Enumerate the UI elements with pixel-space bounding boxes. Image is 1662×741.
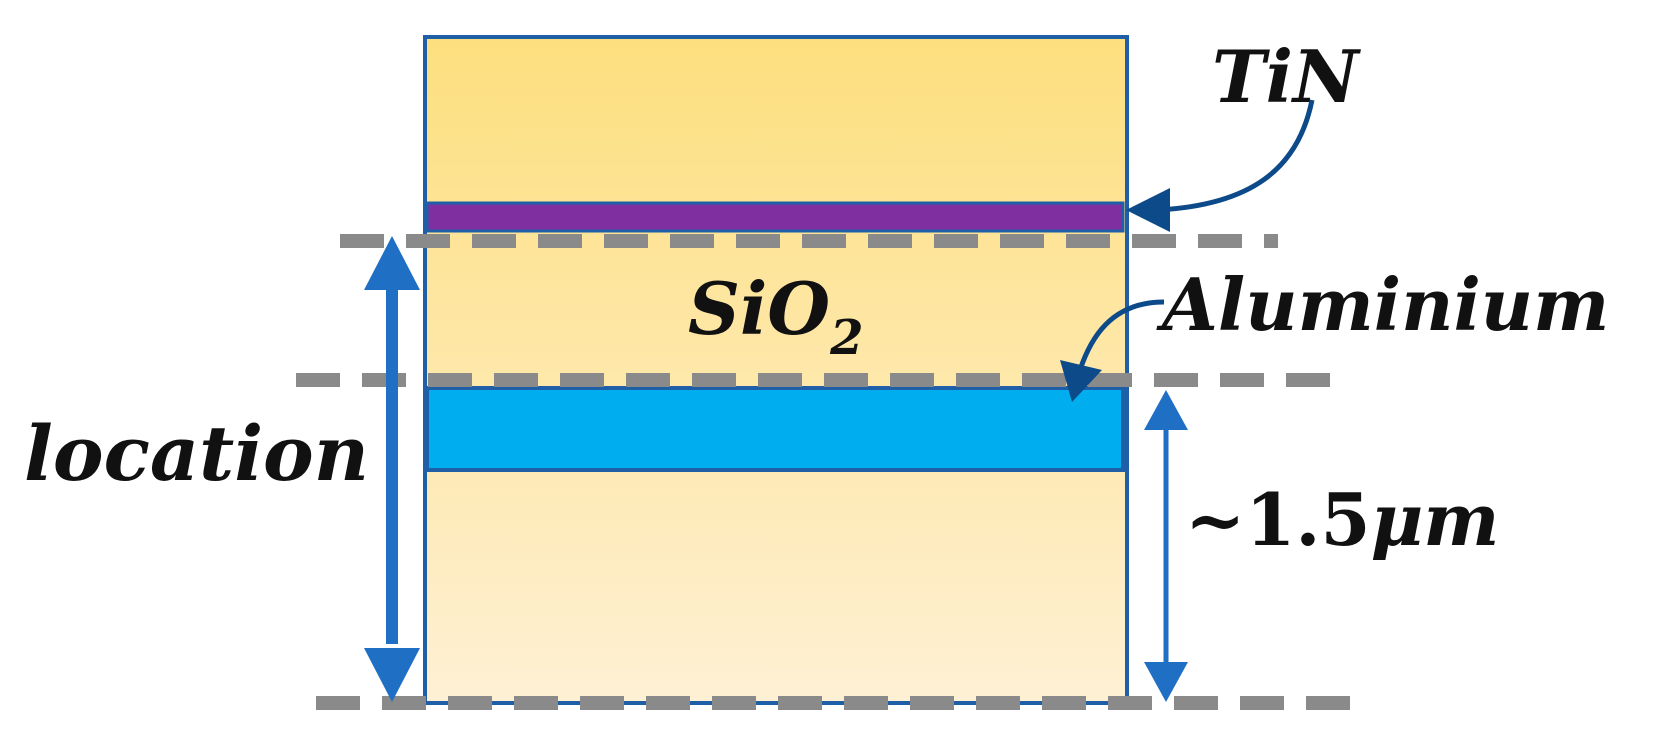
depth-label-unit: μm	[1371, 477, 1500, 562]
location-label: location	[24, 409, 369, 498]
curved-arrow-icon	[1126, 99, 1315, 232]
tin-layer	[425, 201, 1125, 233]
curved-arrow-icon	[1060, 299, 1165, 402]
depth-label-value: 1.5	[1245, 477, 1370, 562]
sio2-label-main: SiO	[688, 266, 830, 351]
aluminium-layer	[425, 386, 1125, 472]
tin-label: TiN	[1212, 34, 1362, 119]
sio2-label: SiO2	[688, 266, 863, 366]
double-arrow-icon	[1144, 390, 1188, 702]
sio2-label-subscript: 2	[829, 310, 863, 366]
depth-label: ~1.5μm	[1185, 477, 1499, 562]
depth-label-tilde: ~	[1185, 477, 1245, 562]
double-arrow-icon	[364, 236, 420, 702]
oxide-block	[423, 35, 1129, 705]
aluminium-label: Aluminium	[1156, 262, 1609, 347]
